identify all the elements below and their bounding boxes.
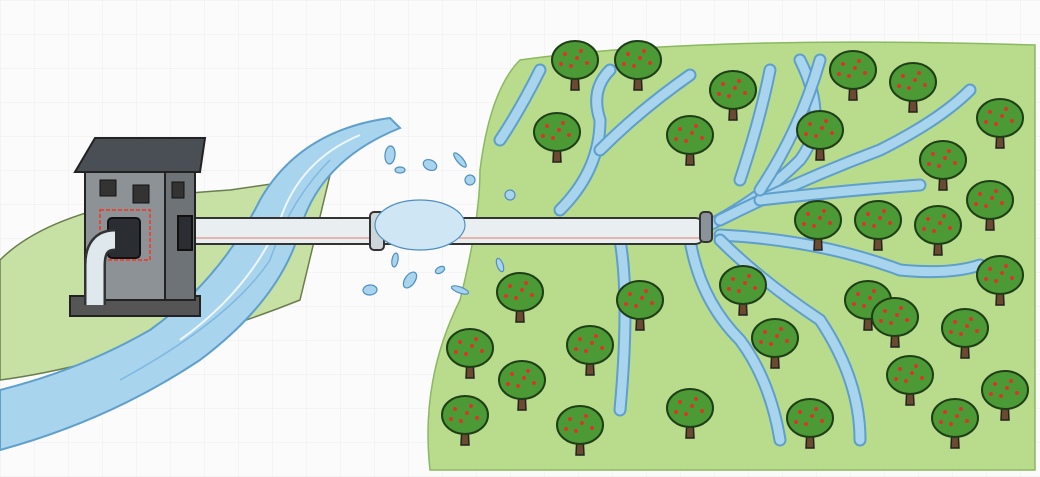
tree [446,328,494,379]
tree [931,398,979,449]
tree [719,265,767,316]
tree [614,40,662,91]
tree [829,50,877,101]
tree [914,205,962,256]
tree [551,40,599,91]
roof [73,137,207,173]
tree [496,272,544,323]
tree [666,388,714,439]
tree [871,297,919,348]
tree [533,112,581,163]
window [132,184,150,204]
tree [976,98,1024,149]
tree [498,360,546,411]
tree [666,115,714,166]
tree [854,200,902,251]
water-leak-splash [362,145,516,296]
tree [556,405,604,456]
tree [941,308,989,359]
tree [889,62,937,113]
tree [709,70,757,121]
tree [786,398,834,449]
window [99,179,117,197]
tree [886,355,934,406]
pipe-coupling [699,211,713,243]
orchard-trees [441,40,1029,456]
tree [566,325,614,376]
tree [966,180,1014,231]
tree [616,280,664,331]
window [171,181,185,199]
tree [976,255,1024,306]
irrigation-channels [493,53,987,447]
tree [796,110,844,161]
pump-house [69,137,207,317]
tree [441,395,489,446]
tree [751,318,799,369]
tree [919,140,967,191]
tree [981,370,1029,421]
tree [794,200,842,251]
